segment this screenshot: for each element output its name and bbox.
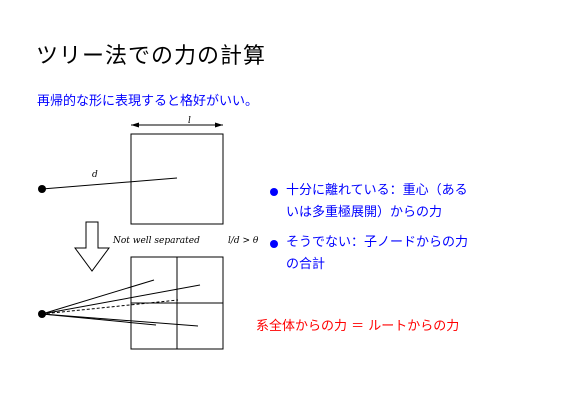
bullet-list: 十分に離れている：重心（あるいは多重極展開）からの力 そうでない：子ノードからの… [268,180,478,284]
top-cell-square [130,133,224,225]
bullet-text: そうでない：子ノードからの力の合計 [286,235,469,272]
width-label: l [188,116,191,126]
conclusion-text: 系全体からの力 ＝ ルートからの力 [256,319,460,334]
separation-label: Not well separated [112,236,200,246]
slide-subtitle: 再帰的な形に表現すると格好がいい。 [37,94,259,109]
criterion-label: l/d > θ [228,236,259,246]
subdivided-cell [130,256,224,350]
particle-bottom [38,310,46,318]
bullet-text: 十分に離れている：重心（あるいは多重極展開）からの力 [286,183,468,220]
down-arrow [74,221,110,272]
particle-top [38,185,46,193]
distance-line [41,177,178,190]
child-force-lines [41,279,201,327]
width-dimension-arrow [131,122,223,128]
slide-title: ツリー法での力の計算 [36,44,267,69]
bullet-item: そうでない：子ノードからの力の合計 [268,232,478,276]
bullet-dot-icon [270,188,278,196]
bullet-dot-icon [270,240,278,248]
bullet-item: 十分に離れている：重心（あるいは多重極展開）からの力 [268,180,478,224]
distance-label: d [92,170,98,180]
